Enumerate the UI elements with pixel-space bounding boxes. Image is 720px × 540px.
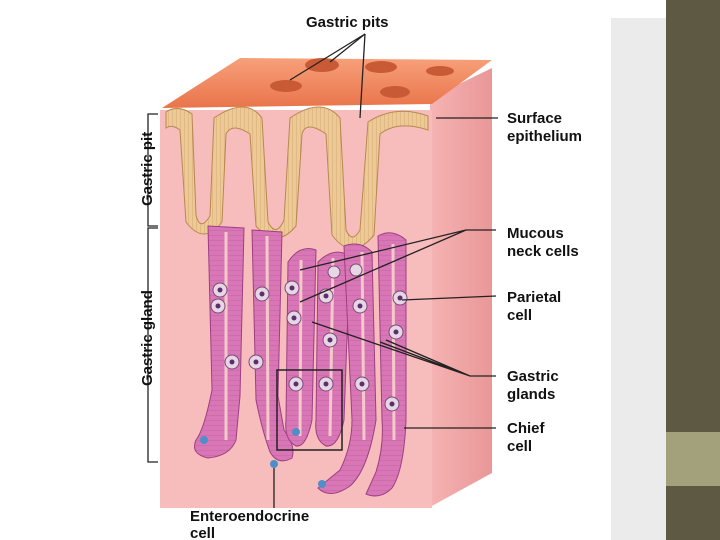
left-brackets	[147, 113, 158, 463]
label-gastric-glands-2: glands	[507, 386, 555, 403]
nucleus	[215, 303, 221, 309]
gastric-gland-tube	[194, 225, 245, 459]
enteroendocrine-cell-mark	[318, 480, 326, 488]
nucleus	[217, 287, 223, 293]
nucleus	[389, 401, 395, 407]
nucleus	[229, 359, 235, 365]
label-gastric-glands-1: Gastric	[507, 368, 559, 385]
nucleus	[397, 295, 403, 301]
decorative-side-block	[666, 432, 720, 486]
label-gastric-gland-vertical: Gastric gland	[139, 290, 156, 386]
leader-gastric-glands	[311, 321, 496, 377]
label-mucous-neck-cells-2: neck cells	[507, 243, 579, 260]
label-gastric-pit-vertical: Gastric pit	[139, 132, 156, 206]
label-mucous-neck-cells-1: Mucous	[507, 225, 564, 242]
mucosal-surface	[162, 58, 492, 108]
magnified-region-box	[276, 369, 343, 451]
label-enteroendocrine-2: cell	[190, 525, 215, 540]
nucleus	[289, 285, 295, 291]
label-gastric-pits: Gastric pits	[306, 14, 389, 31]
leader-gastric-pits	[289, 33, 366, 119]
gastric-gland-bracket	[147, 227, 158, 463]
image-backdrop	[611, 18, 666, 540]
parietal-cell-mark	[327, 265, 341, 279]
gastric-pit-bracket	[147, 113, 158, 227]
nucleus	[259, 291, 265, 297]
nucleus	[357, 303, 363, 309]
nucleus	[253, 359, 259, 365]
nucleus	[323, 381, 329, 387]
gland-lumen	[360, 251, 366, 441]
leader-parietal	[401, 295, 497, 301]
cell-nuclei	[215, 285, 403, 407]
leader-mucous-neck	[299, 229, 496, 303]
enteroendocrine-cell-mark	[292, 428, 300, 436]
gland-lumen	[298, 259, 303, 437]
gland-lumen	[265, 235, 270, 441]
label-chief-cell-1: Chief	[507, 420, 546, 437]
label-surface-epithelium-1: Surface	[507, 110, 562, 127]
label-parietal-cell-2: cell	[507, 307, 532, 324]
pit-opening	[380, 86, 410, 98]
nucleus	[293, 381, 299, 387]
nucleus	[291, 315, 297, 321]
tissue-side-face	[430, 68, 492, 507]
pit-opening	[270, 80, 302, 92]
label-parietal-cell-1: Parietal	[507, 289, 561, 306]
label-surface-epithelium-2: epithelium	[507, 128, 582, 145]
enteroendocrine-cell-mark	[200, 436, 208, 444]
parietal-cell-mark	[349, 263, 363, 277]
nucleus	[327, 337, 333, 343]
nucleus	[359, 381, 365, 387]
nucleus	[393, 329, 399, 335]
pit-opening	[365, 61, 397, 73]
pit-opening	[426, 66, 454, 76]
surface-epithelium	[165, 106, 429, 249]
label-chief-cell-2: cell	[507, 438, 532, 455]
nucleus	[323, 293, 329, 299]
leader-lines	[273, 33, 498, 508]
enteroendocrine-cells	[200, 428, 326, 488]
label-enteroendocrine-1: Enteroendocrine	[190, 508, 309, 525]
enteroendocrine-cell-mark	[270, 460, 278, 468]
